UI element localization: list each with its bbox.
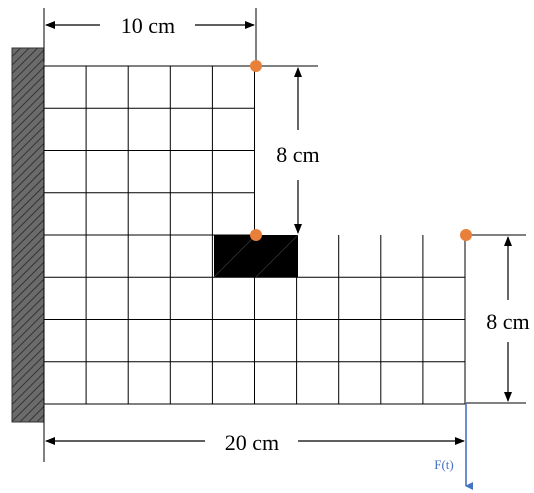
- dimension-label-total-width: 20 cm: [225, 430, 279, 455]
- inclusion-diagonal: [213, 234, 257, 278]
- dimension-label-upper-height: 8 cm: [276, 142, 319, 167]
- inclusion-block: [213, 234, 299, 278]
- sensor-point-tip: [460, 229, 472, 241]
- dimension-upper-height: 8 cm: [256, 65, 320, 234]
- dimension-label-top-width: 10 cm: [121, 13, 175, 38]
- fixed-wall-support: [11, 47, 45, 423]
- sensor-point-corner: [250, 229, 262, 241]
- load-label: F(t): [434, 457, 454, 472]
- finite-element-mesh: [43, 65, 466, 405]
- inclusion-diagonal: [255, 234, 299, 278]
- sensor-point-top: [250, 60, 262, 72]
- dimension-total-width: 20 cm: [43, 405, 465, 462]
- dimension-lower-height: 8 cm: [466, 234, 530, 404]
- applied-load: F(t): [434, 403, 473, 490]
- dimension-label-lower-height: 8 cm: [486, 309, 529, 334]
- dimension-top-width: 10 cm: [43, 8, 257, 62]
